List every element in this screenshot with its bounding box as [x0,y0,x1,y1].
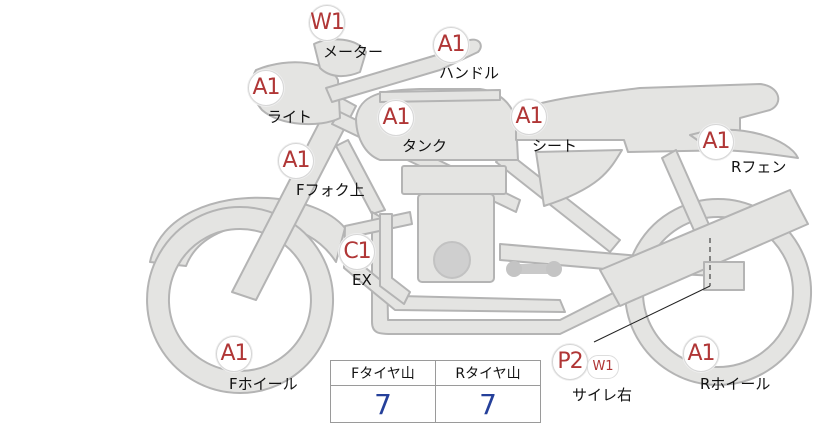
rear-tire-tread-header: Rタイヤ山 [435,360,541,386]
silencer-right-label: サイレ右 [572,386,633,404]
seat-grade: A1 [515,104,543,129]
rear-wheel-grade-marker: A1 [683,336,719,372]
exhaust-grade-marker: C1 [339,234,375,270]
front-wheel-grade-marker: A1 [216,336,252,372]
front-tire-tread-header: Fタイヤ山 [330,360,436,386]
light-grade: A1 [252,75,280,100]
meter-grade: W1 [310,10,345,35]
rear-wheel-label: Rホイール [700,375,771,393]
light-label: ライト [267,108,313,126]
silencer-right-grade: P2 [557,349,583,374]
silencer-right-grade-marker: P2 W1 [552,344,619,380]
front-fork-upper-grade-marker: A1 [278,143,314,179]
rear-fender-grade-marker: A1 [698,124,734,160]
tank-label: タンク [402,137,448,155]
silencer-leader-line [593,285,711,343]
tire-tread-table: Fタイヤ山 Rタイヤ山 7 7 [330,360,541,423]
front-fork-upper-grade: A1 [282,148,310,173]
tank-grade-marker: A1 [378,100,414,136]
front-wheel-label: Fホイール [229,375,298,393]
rear-fender-grade: A1 [702,129,730,154]
light-grade-marker: A1 [248,70,284,106]
exhaust-pipe-shape [371,211,621,335]
silencer-right-sub-grade: W1 [587,355,619,379]
handle-label: ハンドル [439,64,500,82]
exhaust-grade: C1 [343,239,371,264]
muffler-shape [599,189,809,307]
meter-grade-marker: W1 [309,5,345,41]
front-tire-tread-value: 7 [330,385,436,423]
engine-crank-disk [433,241,471,279]
engine-shape [401,165,507,195]
tank-grade: A1 [382,105,410,130]
handle-grade: A1 [437,32,465,57]
chain-adjuster [510,264,558,274]
rear-wheel-grade: A1 [687,341,715,366]
seat-label: シート [532,137,578,155]
rear-fender-label: Rフェン [731,158,787,176]
front-wheel-grade: A1 [220,341,248,366]
exhaust-label: EX [352,271,372,289]
rear-tire-tread-value: 7 [435,385,541,423]
meter-label: メーター [323,43,384,61]
handle-grade-marker: A1 [433,27,469,63]
seat-grade-marker: A1 [511,99,547,135]
front-fork-upper-label: Fフォク上 [296,181,365,199]
